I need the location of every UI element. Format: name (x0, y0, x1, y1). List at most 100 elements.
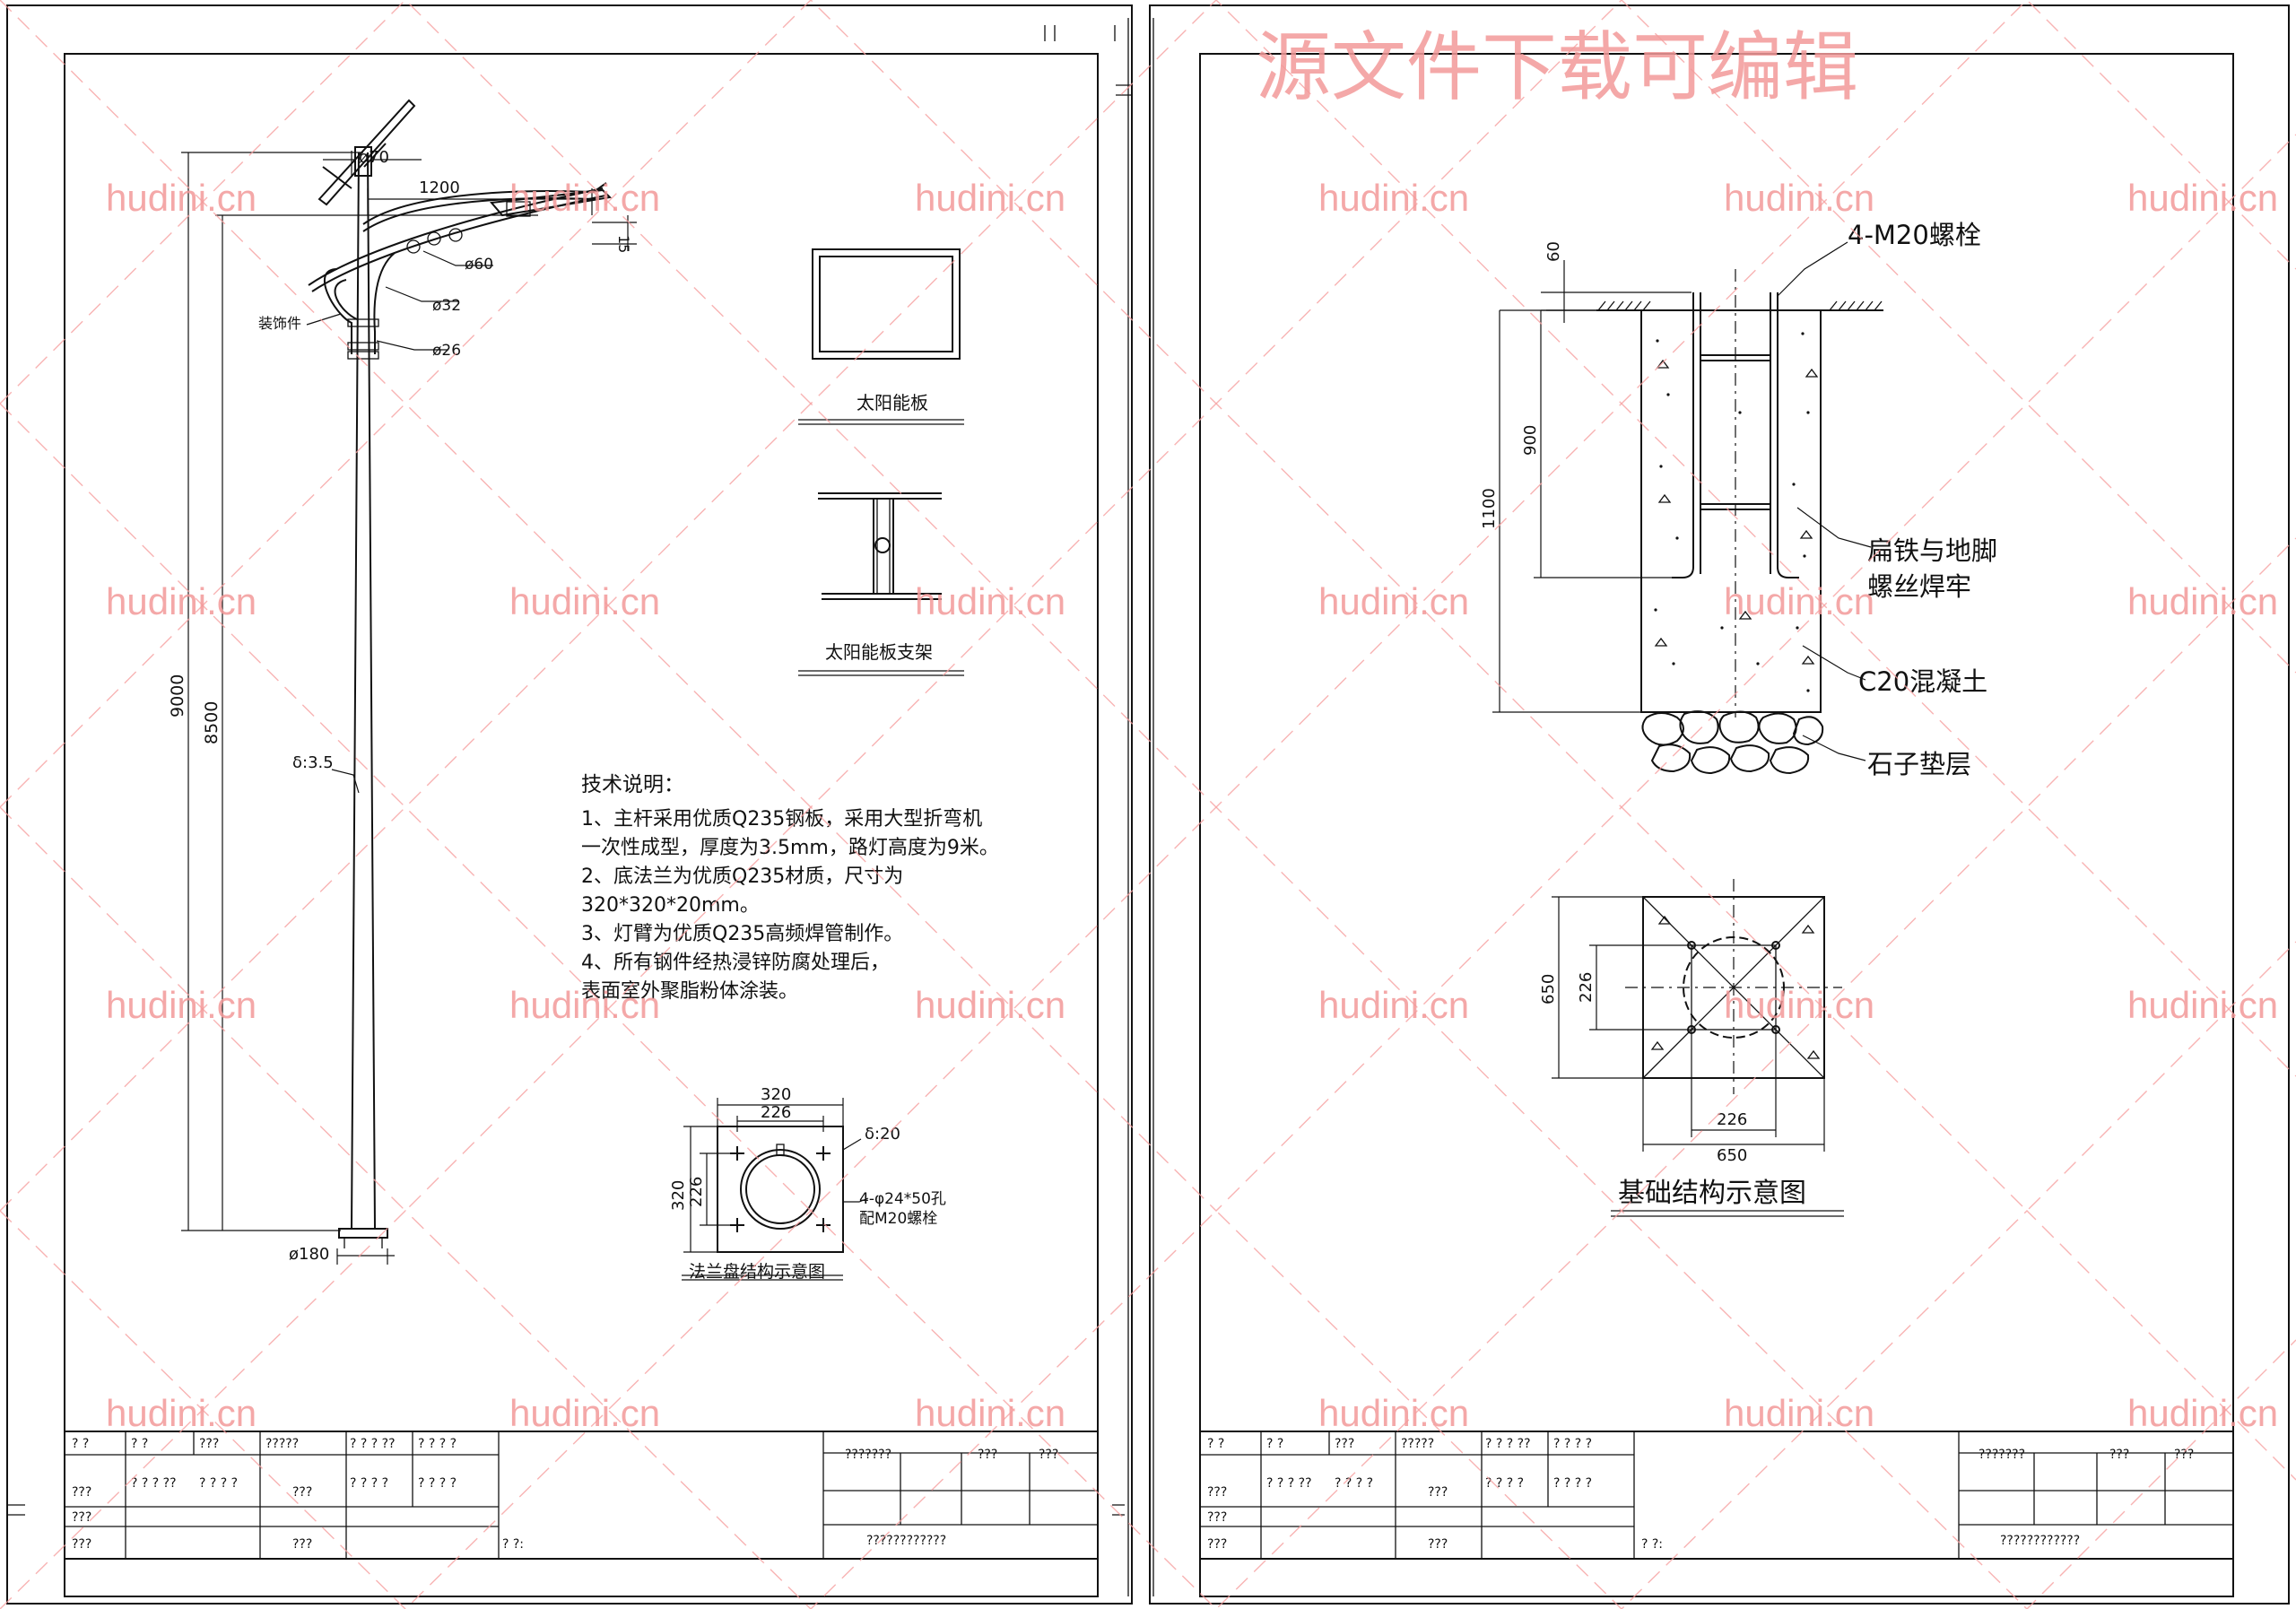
flange-w320: 320 (761, 1085, 791, 1104)
watermark-text: hudini.cn (915, 1392, 1065, 1434)
dim-8500: 8500 (202, 701, 222, 744)
solar-panel-view (798, 248, 964, 425)
watermark-text: hudini.cn (509, 177, 660, 219)
flange-plate-view (682, 1098, 869, 1281)
dim-900: 900 (1521, 425, 1540, 456)
tb-l-r2-2: ? ? ? ? (199, 1476, 238, 1491)
tb-r-r3-0: ??? (1207, 1510, 1227, 1525)
tech-note-line-2: 一次性成型，厚度为3.5mm，路灯高度为9米。 (581, 837, 999, 859)
tb-l-r2-5: ? ? ? ? (418, 1476, 457, 1491)
tb-l-r2-0: ??? (72, 1485, 91, 1500)
tb-l-r1-1: ? ? (131, 1437, 148, 1451)
dim-9000: 9000 (168, 674, 187, 718)
tb-l-r2-3: ??? (292, 1485, 312, 1500)
dim-1100: 1100 (1480, 488, 1499, 529)
tb-l-right-footer: ???????????? (866, 1534, 946, 1548)
tb-r-r1-1: ? ? (1266, 1437, 1283, 1451)
tb-r-r2-4: ? ? ? ? (1485, 1476, 1524, 1491)
tech-note-line-5: 3、灯臂为优质Q235高频焊管制作。 (581, 923, 903, 945)
watermark-text: hudini.cn (509, 984, 660, 1026)
watermark-text: hudini.cn (1724, 580, 1874, 622)
bolt-label: 4-M20螺栓 (1848, 220, 1981, 250)
flange-labels: 320 226 320 226 δ:20 4-φ24*50孔 配M20螺栓 法兰… (669, 1085, 946, 1282)
dim-d26: ø26 (432, 342, 461, 360)
tech-note-line-4: 320*320*20mm。 (581, 894, 760, 917)
watermark-text: hudini.cn (915, 984, 1065, 1026)
plan-650v: 650 (1539, 974, 1558, 1005)
watermark-banner: 源文件下载可编辑 (1256, 25, 1858, 109)
tb-r-r4-1: ??? (1428, 1537, 1448, 1552)
watermark-text: hudini.cn (106, 984, 257, 1026)
tb-l-r4-2: ? ?: (502, 1537, 524, 1552)
panel-bracket-view (798, 492, 964, 676)
tb-r-r1-2: ??? (1335, 1437, 1354, 1451)
watermark-text: hudini.cn (106, 1392, 257, 1434)
watermark-text: hudini.cn (509, 580, 660, 622)
foundation-plan-labels: 650 226 226 650 基础结构示意图 (1539, 972, 1806, 1209)
dim-1200: 1200 (419, 178, 460, 197)
ornament-label: 装饰件 (258, 315, 301, 332)
tb-l-right-1: ??? (978, 1448, 997, 1462)
flange-holes: 4-φ24*50孔 (859, 1190, 946, 1208)
bracket-title: 太阳能板支架 (825, 641, 933, 663)
solar-panel-title: 太阳能板 (857, 392, 928, 413)
technical-notes: 技术说明： 1、主杆采用优质Q235钢板，采用大型折弯机 一次性成型，厚度为3.… (581, 773, 999, 1003)
dim-60: 60 (1544, 241, 1563, 262)
dim-d70: ø70 (359, 148, 389, 167)
watermark-text: hudini.cn (1318, 177, 1469, 219)
plan-226v: 226 (1577, 972, 1596, 1003)
watermark-text: hudini.cn (1724, 1392, 1874, 1434)
concrete-speckle (1654, 332, 1810, 692)
plan-650h: 650 (1717, 1146, 1747, 1165)
streetlight-pole-elevation (181, 99, 637, 1265)
tb-r-r4-2: ? ?: (1641, 1537, 1663, 1552)
tb-l-r1-5: ? ? ? ? (418, 1437, 457, 1451)
tb-r-r1-3: ????? (1401, 1437, 1434, 1451)
tb-r-r4-0: ??? (1207, 1537, 1227, 1552)
dim-d60: ø60 (465, 256, 493, 274)
plan-226h: 226 (1717, 1110, 1747, 1129)
watermark-text: hudini.cn (1724, 177, 1874, 219)
flange-h226: 226 (687, 1177, 706, 1207)
title-block-left-text: ? ? ? ? ??? ????? ? ? ? ?? ? ? ? ? ??? ?… (72, 1437, 1058, 1552)
tb-l-r3-0: ??? (72, 1510, 91, 1525)
tb-r-r2-2: ? ? ? ? (1335, 1476, 1373, 1491)
watermark-text: hudini.cn (2127, 177, 2278, 219)
tb-r-right-2: ??? (2174, 1448, 2194, 1462)
pole-thickness: δ:3.5 (292, 753, 334, 772)
dim-15: 15 (615, 235, 632, 253)
watermark-text: hudini.cn (2127, 580, 2278, 622)
watermark-text: hudini.cn (1318, 1392, 1469, 1434)
tb-l-r1-3: ????? (265, 1437, 299, 1451)
pole-labels: ø70 1200 15 ø60 ø32 ø26 装饰件 9000 8500 δ:… (168, 148, 632, 1264)
watermark-text: hudini.cn (106, 177, 257, 219)
flange-bolts: 配M20螺栓 (859, 1210, 937, 1228)
watermark-text: hudini.cn (106, 580, 257, 622)
tb-r-r2-0: ??? (1207, 1485, 1227, 1500)
tb-l-r1-4: ? ? ? ?? (350, 1437, 396, 1451)
title-block-left (64, 1431, 1099, 1560)
watermark-text: hudini.cn (2127, 1392, 2278, 1434)
tb-r-r1-0: ? ? (1207, 1437, 1224, 1451)
tech-note-line-1: 1、主杆采用优质Q235钢板，采用大型折弯机 (581, 808, 982, 831)
flange-w226: 226 (761, 1103, 791, 1122)
tb-l-right-2: ??? (1039, 1448, 1058, 1462)
dim-d180: ø180 (289, 1245, 329, 1264)
tb-r-r2-3: ??? (1428, 1485, 1448, 1500)
flange-title: 法兰盘结构示意图 (689, 1262, 825, 1282)
flange-thickness: δ:20 (865, 1125, 900, 1144)
tb-r-right-1: ??? (2109, 1448, 2129, 1462)
tb-r-r2-1: ? ? ? ?? (1266, 1476, 1312, 1491)
watermark-text: hudini.cn (1318, 984, 1469, 1026)
tb-r-right-footer: ???????????? (2000, 1534, 2080, 1548)
tb-l-r2-4: ? ? ? ? (350, 1476, 388, 1491)
foundation-plan (1552, 879, 1844, 1217)
watermark-text: hudini.cn (509, 1392, 660, 1434)
flange-h320: 320 (669, 1180, 688, 1211)
watermark-text: hudini.cn (1724, 984, 1874, 1026)
weld-label-1: 扁铁与地脚 (1867, 535, 1997, 566)
tb-l-r4-1: ??? (292, 1537, 312, 1552)
title-block-right (1199, 1431, 2234, 1560)
tb-l-r2-1: ? ? ? ?? (131, 1476, 177, 1491)
tb-r-r1-5: ? ? ? ? (1553, 1437, 1592, 1451)
